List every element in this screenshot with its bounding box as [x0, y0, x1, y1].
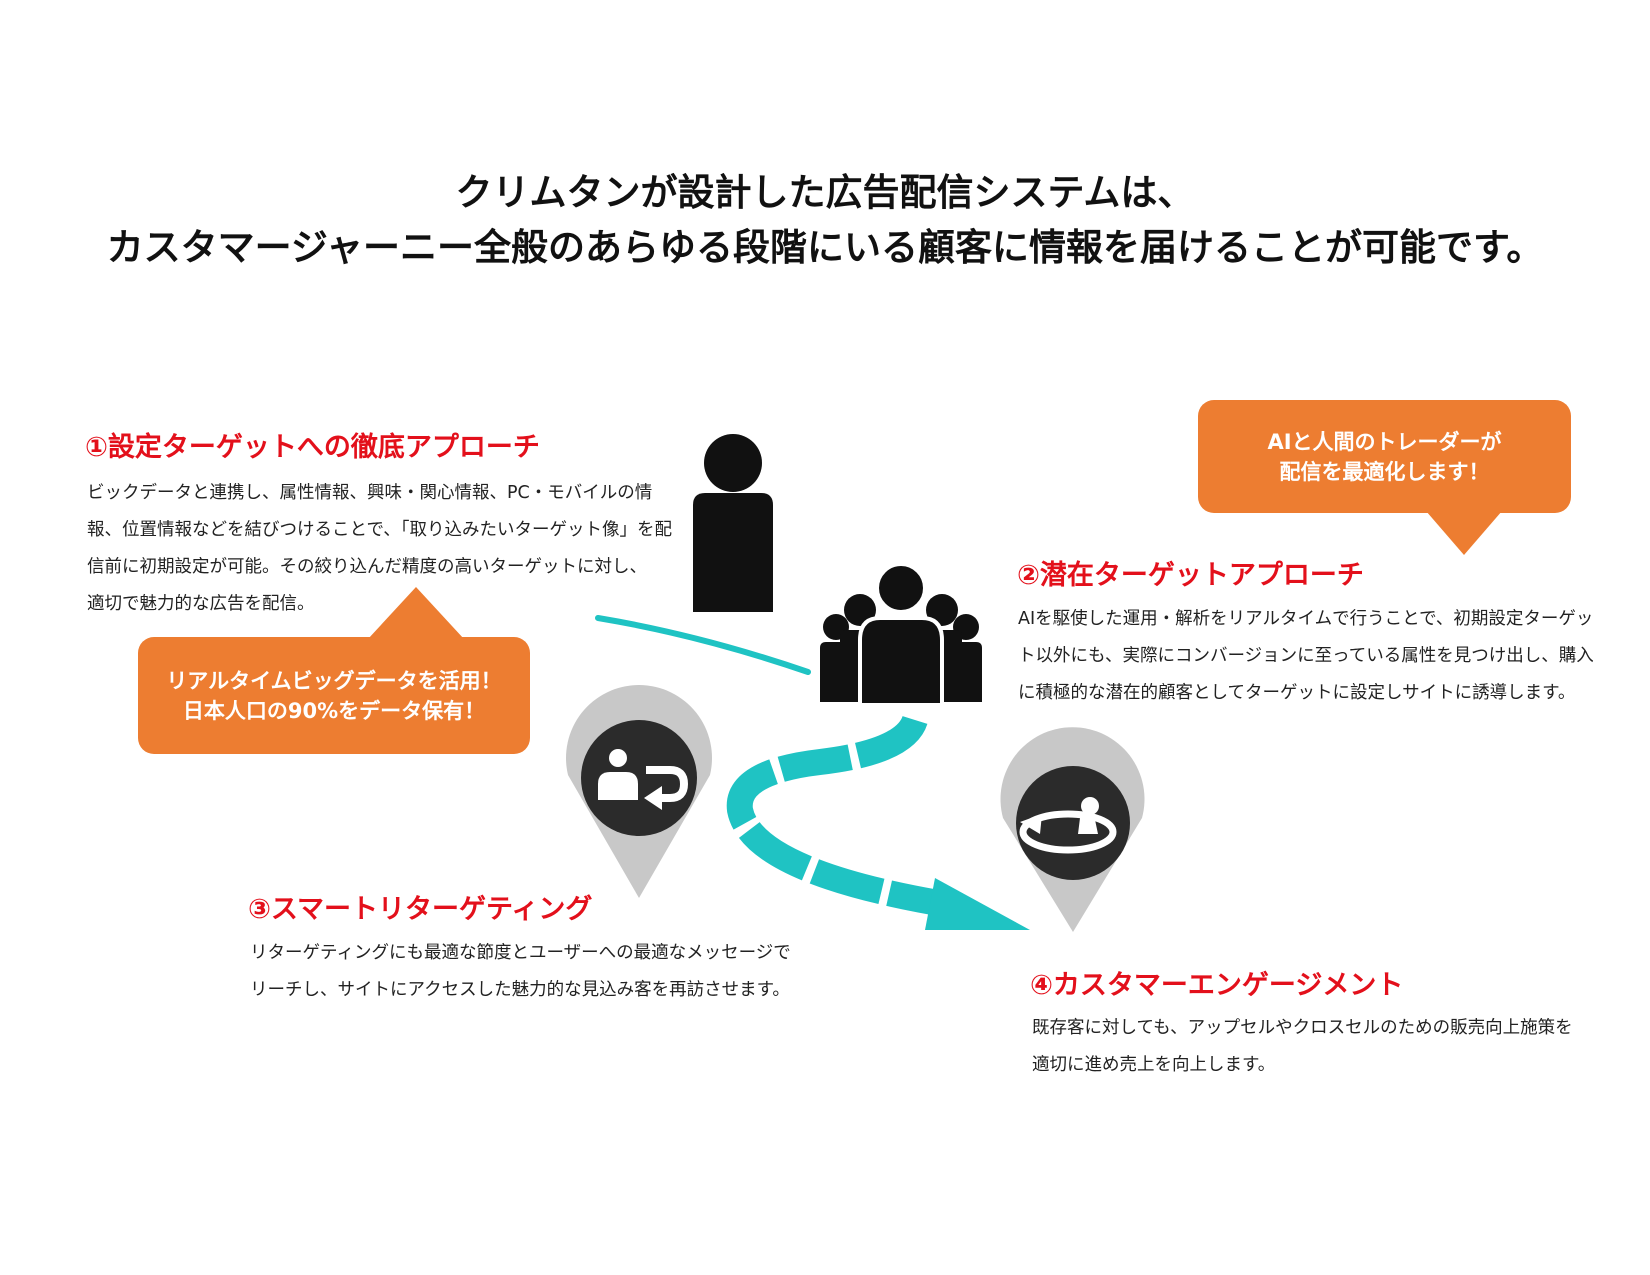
- bigdata-callout-line: リアルタイムビッグデータを活用！: [166, 668, 502, 693]
- step-4-line: 適切に進め売上を向上します。: [1032, 1055, 1276, 1075]
- step-3-line: リターゲティングにも最適な節度とユーザーへの最適なメッセージで: [250, 943, 791, 963]
- step-2-line: に積極的な潜在的顧客としてターゲットに設定しサイトに誘導します。: [1018, 683, 1576, 703]
- journey-arrowhead: [925, 878, 1030, 930]
- step-3-line: リーチし、サイトにアクセスした魅力的な見込み客を再訪させます。: [250, 980, 790, 1000]
- ai-callout-line: AIと人間のトレーダーが: [1267, 429, 1502, 454]
- step-2-heading: ②潜在ターゲットアプローチ: [1017, 560, 1364, 591]
- step-1-body: ビックデータと連携し、属性情報、興味・関心情報、PC・モバイルの情 報、位置情報…: [87, 475, 672, 623]
- ai-callout-tail: [1426, 511, 1502, 555]
- journey-path-upper: [595, 615, 811, 675]
- engagement-icon: [1000, 727, 1145, 932]
- step-2-body: AIを駆使した運用・解析をリアルタイムで行うことで、初期設定ターゲッ ト以外にも…: [1018, 601, 1594, 712]
- step-1-line: 信前に初期設定が可能。その絞り込んだ精度の高いターゲットに対し、: [87, 557, 647, 577]
- step-1-line: 報、位置情報などを結びつけることで、「取り込みたいターゲット像」を配: [87, 520, 673, 540]
- page-title-line-2: カスタマージャーニー全般のあらゆる段階にいる顧客に情報を届けることが可能です。: [106, 226, 1544, 269]
- step-1-line: ビックデータと連携し、属性情報、興味・関心情報、PC・モバイルの情: [87, 483, 653, 503]
- step-4-line: 既存客に対しても、アップセルやクロスセルのための販売向上施策を: [1032, 1018, 1573, 1038]
- step-3-body: リターゲティングにも最適な節度とユーザーへの最適なメッセージで リーチし、サイト…: [250, 935, 791, 1009]
- page-title: クリムタンが設計した広告配信システムは、 カスタマージャーニー全般のあらゆる段階…: [0, 165, 1650, 275]
- step-3-heading: ③スマートリターゲティング: [248, 894, 593, 925]
- step-4-body: 既存客に対しても、アップセルやクロスセルのための販売向上施策を 適切に進め売上を…: [1032, 1010, 1573, 1084]
- bigdata-callout-tail: [368, 587, 464, 639]
- step-1-heading: ①設定ターゲットへの徹底アプローチ: [85, 432, 540, 463]
- step-4-heading: ④カスタマーエンゲージメント: [1030, 970, 1404, 1001]
- journey-path-lower: [726, 714, 953, 918]
- step-2-line: AIを駆使した運用・解析をリアルタイムで行うことで、初期設定ターゲッ: [1018, 609, 1594, 629]
- bigdata-callout-line: 日本人口の90%をデータ保有！: [182, 698, 486, 723]
- retarget-icon: [566, 685, 712, 898]
- page-title-line-1: クリムタンが設計した広告配信システムは、: [455, 171, 1195, 214]
- group-icon: [820, 562, 982, 707]
- step-1-line: 適切で魅力的な広告を配信。: [87, 594, 315, 614]
- person-icon: [693, 434, 773, 612]
- ai-callout-line: 配信を最適化します！: [1279, 459, 1490, 484]
- step-2-line: ト以外にも、実際にコンバージョンに至っている属性を見つけ出し、購入: [1018, 646, 1594, 666]
- bigdata-callout: リアルタイムビッグデータを活用！ 日本人口の90%をデータ保有！: [138, 587, 530, 754]
- ai-callout: AIと人間のトレーダーが 配信を最適化します！: [1198, 400, 1571, 555]
